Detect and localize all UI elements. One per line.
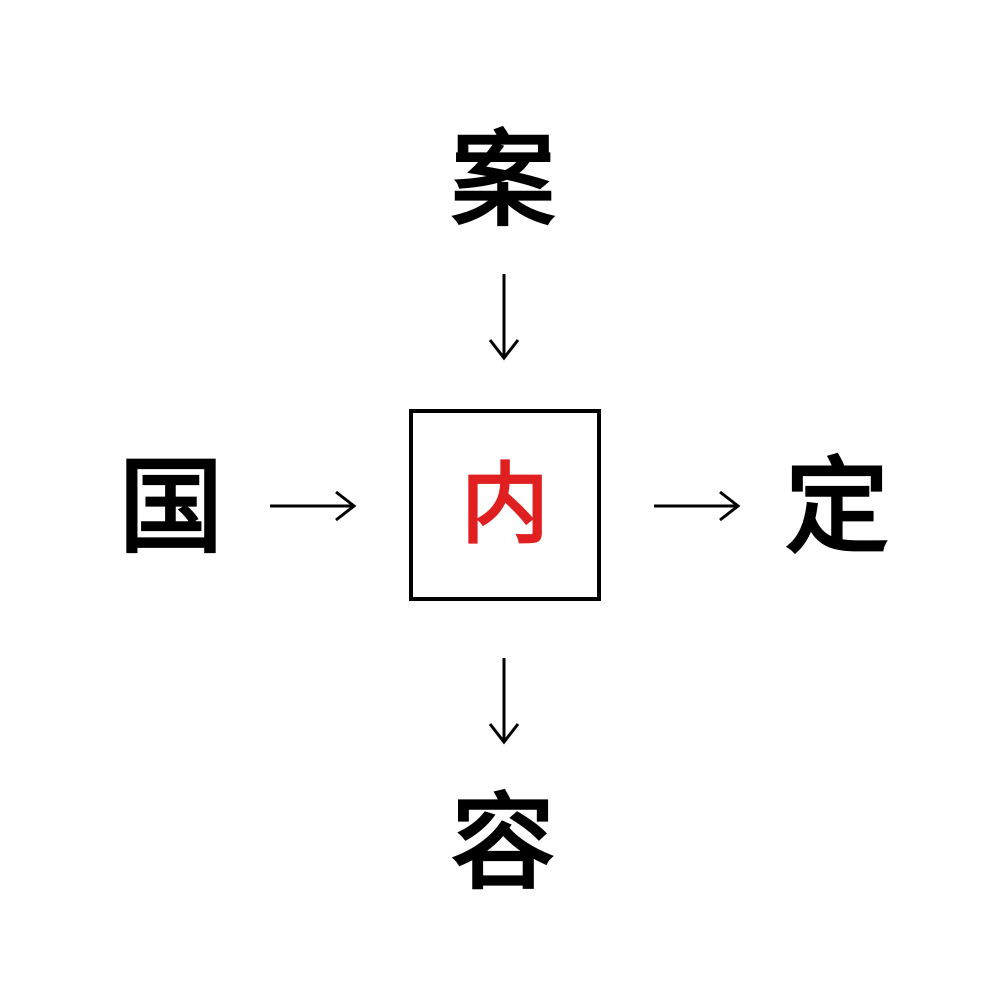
answer-character: 内 xyxy=(460,453,549,556)
right-character: 定 xyxy=(784,446,889,568)
right-arrow-left-icon xyxy=(268,482,358,530)
answer-box[interactable]: 内 xyxy=(409,409,601,601)
down-arrow-top-icon xyxy=(480,272,528,362)
bottom-character: 容 xyxy=(450,782,555,904)
right-arrow-right-icon xyxy=(652,482,742,530)
top-character: 案 xyxy=(450,119,555,241)
down-arrow-bottom-icon xyxy=(480,656,528,746)
left-character: 国 xyxy=(118,446,223,568)
